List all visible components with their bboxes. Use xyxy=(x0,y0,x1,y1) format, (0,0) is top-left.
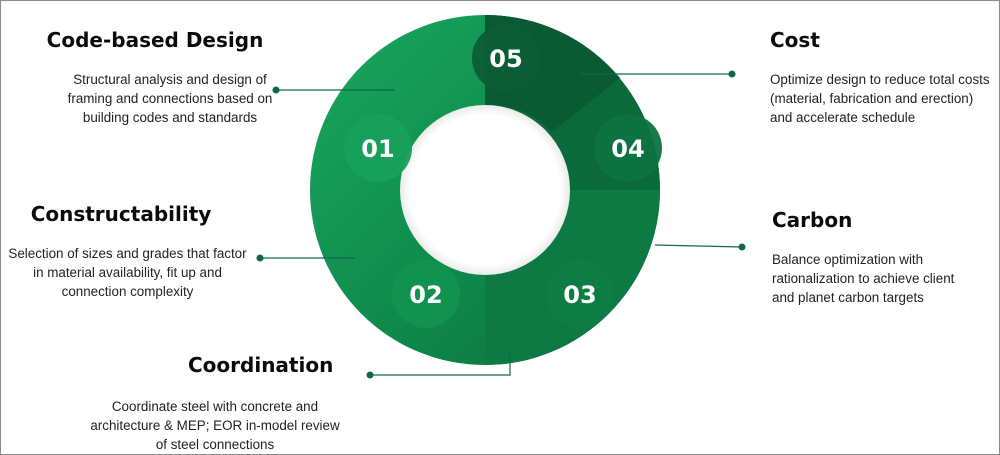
badge-02 xyxy=(392,260,460,328)
step-title: Constructability xyxy=(30,202,212,226)
badge-03 xyxy=(546,260,614,328)
step-description: Balance optimization with rationalizatio… xyxy=(772,252,955,305)
connector-04 xyxy=(654,244,743,248)
step-title: Coordination xyxy=(188,353,334,377)
step-description: Structural analysis and design of framin… xyxy=(67,72,273,125)
step-number-02: 02 xyxy=(409,281,442,309)
badge-04 xyxy=(594,114,662,182)
step-number-05: 05 xyxy=(489,45,522,73)
step-title: Code-based Design xyxy=(46,28,264,52)
step-number-03: 03 xyxy=(563,281,596,309)
badge-01 xyxy=(344,114,412,182)
step-cost: Cost Optimize design to reduce total cos… xyxy=(770,28,998,127)
step-title: Cost xyxy=(770,28,820,52)
connector-dot-02 xyxy=(256,254,264,262)
step-code-based-design: Code-based Design Structural analysis an… xyxy=(35,28,275,127)
step-number-01: 01 xyxy=(361,135,394,163)
step-description: Selection of sizes and grades that facto… xyxy=(8,246,247,299)
step-description: Optimize design to reduce total costs (m… xyxy=(770,72,990,125)
connector-dot-01 xyxy=(272,86,280,94)
step-coordination: Coordination Coordinate steel with concr… xyxy=(90,353,360,454)
connector-dot-04 xyxy=(738,243,746,251)
ring-hole xyxy=(400,105,570,275)
step-description: Coordinate steel with concrete and archi… xyxy=(90,399,340,452)
connector-dot-05 xyxy=(728,70,736,78)
step-number-04: 04 xyxy=(611,135,644,163)
step-carbon: Carbon Balance optimization with rationa… xyxy=(772,208,982,307)
connector-dot-03 xyxy=(366,371,374,379)
step-constructability: Constructability Selection of sizes and … xyxy=(5,202,267,301)
badge-05 xyxy=(472,24,540,92)
connector-03 xyxy=(370,350,511,376)
step-title: Carbon xyxy=(772,208,853,232)
